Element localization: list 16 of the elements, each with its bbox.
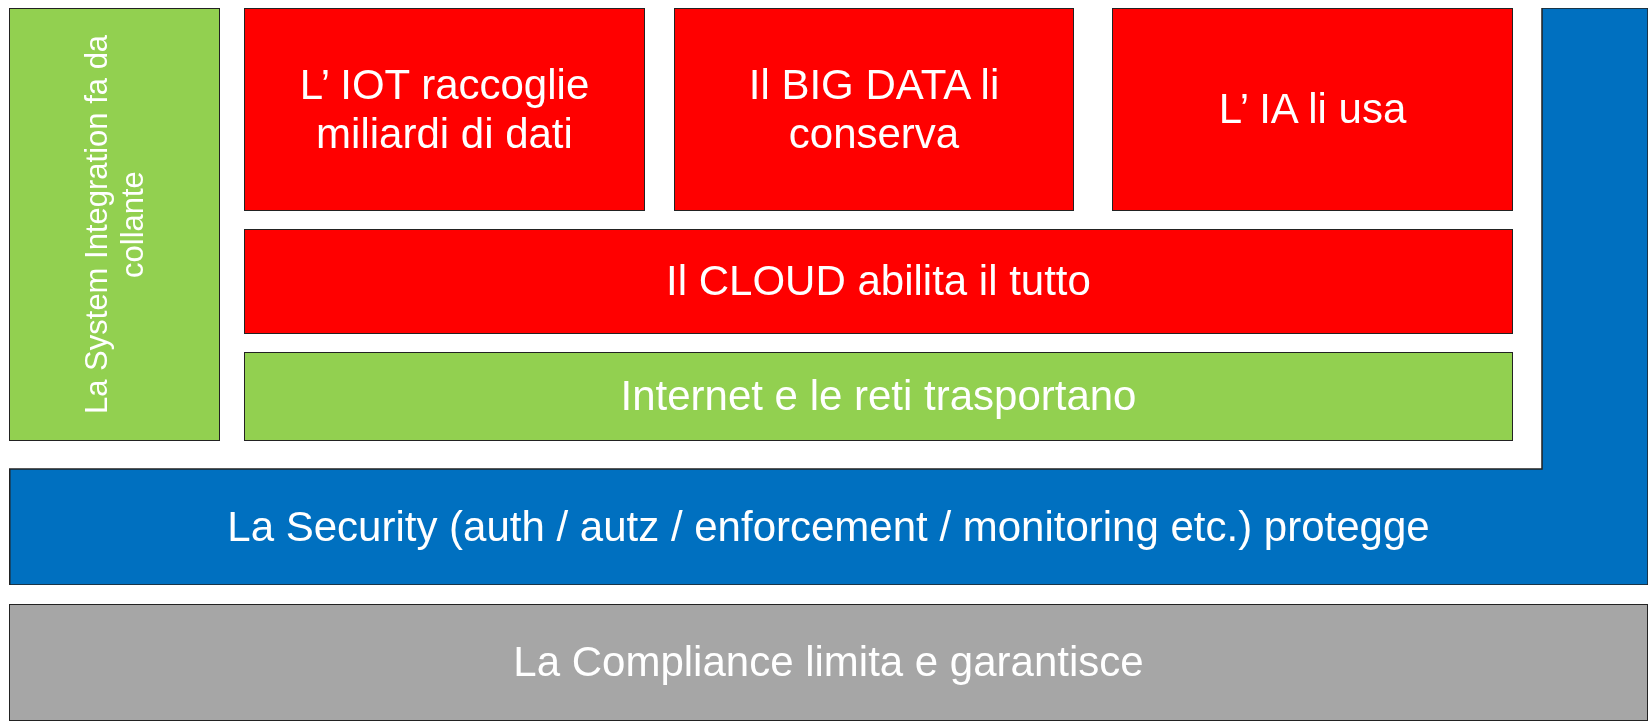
layer-label: Il CLOUD abilita il tutto [666,257,1091,306]
l-shaped-layer [9,8,1648,585]
layer-box [674,8,1074,211]
layer-box [9,8,220,441]
layer-label: L’ IA li usa [1218,85,1407,134]
layer-label: La Security (auth / autz / enforcement / monitoring etc.) protegge [226,501,1431,552]
layer-box [244,229,1513,334]
layer-box [244,352,1513,441]
layer-box [1112,8,1513,211]
layer-label: La Compliance limita e garantisce [513,638,1144,687]
layer-label: L’ IOT raccoglie miliardi di dati [298,61,591,158]
layer-label: Il BIG DATA li conserva [747,61,1001,158]
layer-box [9,604,1648,721]
layer-box [244,8,645,211]
layer-label: Internet e le reti trasportano [620,372,1137,421]
layer-label: La System Integration fa da collante [78,33,151,417]
